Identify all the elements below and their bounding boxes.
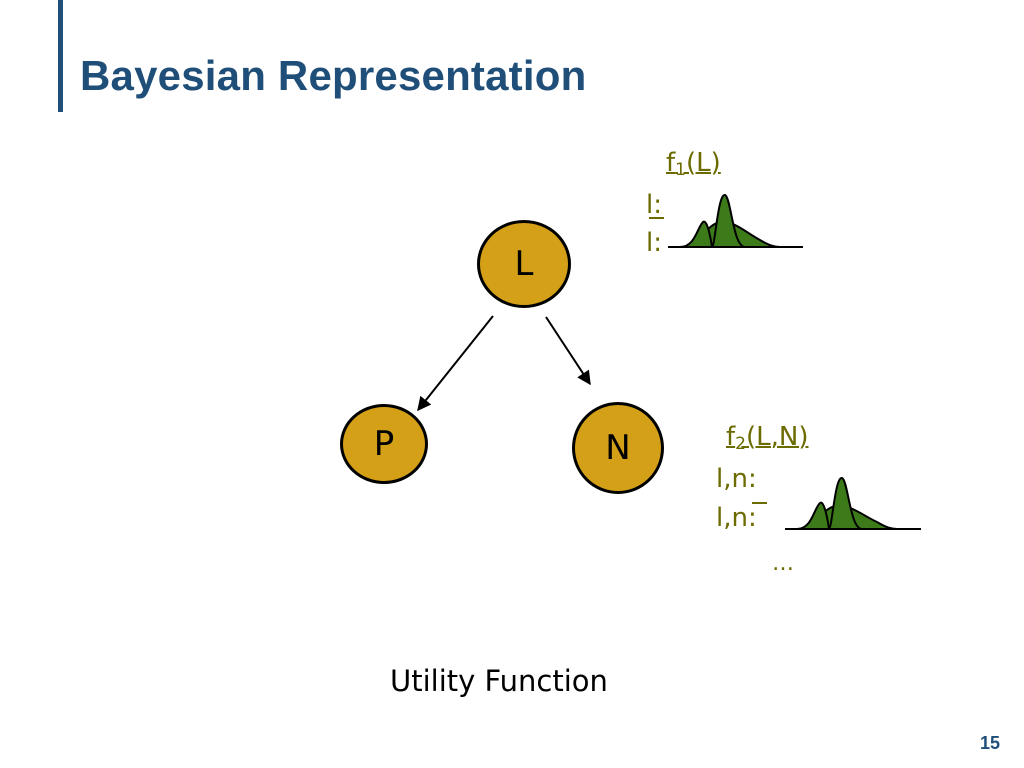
factor2-row2: l,n:: [716, 503, 757, 533]
edge-l-to-n: [545, 316, 591, 386]
slide-title: Bayesian Representation: [80, 52, 587, 99]
edge-l-to-p: [417, 315, 494, 412]
page-number: 15: [980, 733, 1001, 753]
factor2-ellipsis: …: [772, 551, 794, 576]
node-p: P: [340, 404, 428, 484]
f2-distribution-plot: [785, 476, 921, 531]
factor2-subscript: 2: [735, 434, 746, 454]
factor2-row1: l,n:: [716, 464, 757, 494]
diagram-caption: Utility Function: [390, 664, 608, 698]
factor1-header: f1(L): [648, 150, 739, 179]
factor1-row2: l:: [646, 228, 662, 258]
node-p-label: P: [373, 424, 395, 464]
f1-distribution-plot: [668, 193, 803, 249]
node-n-label: N: [605, 428, 631, 468]
node-l-label: L: [514, 244, 534, 284]
title-accent-bar: [58, 0, 63, 112]
factor1-subscript: 1: [675, 160, 686, 180]
factor2-header: f2(L,N): [726, 424, 816, 453]
factor1-args: (L): [685, 148, 721, 178]
factor2-args: (L,N): [745, 422, 809, 452]
factor1-row1: l:: [646, 190, 662, 220]
factor2-head: f: [726, 422, 736, 452]
node-n: N: [572, 402, 664, 494]
factor1-head: f: [666, 148, 676, 178]
node-l: L: [477, 220, 571, 308]
